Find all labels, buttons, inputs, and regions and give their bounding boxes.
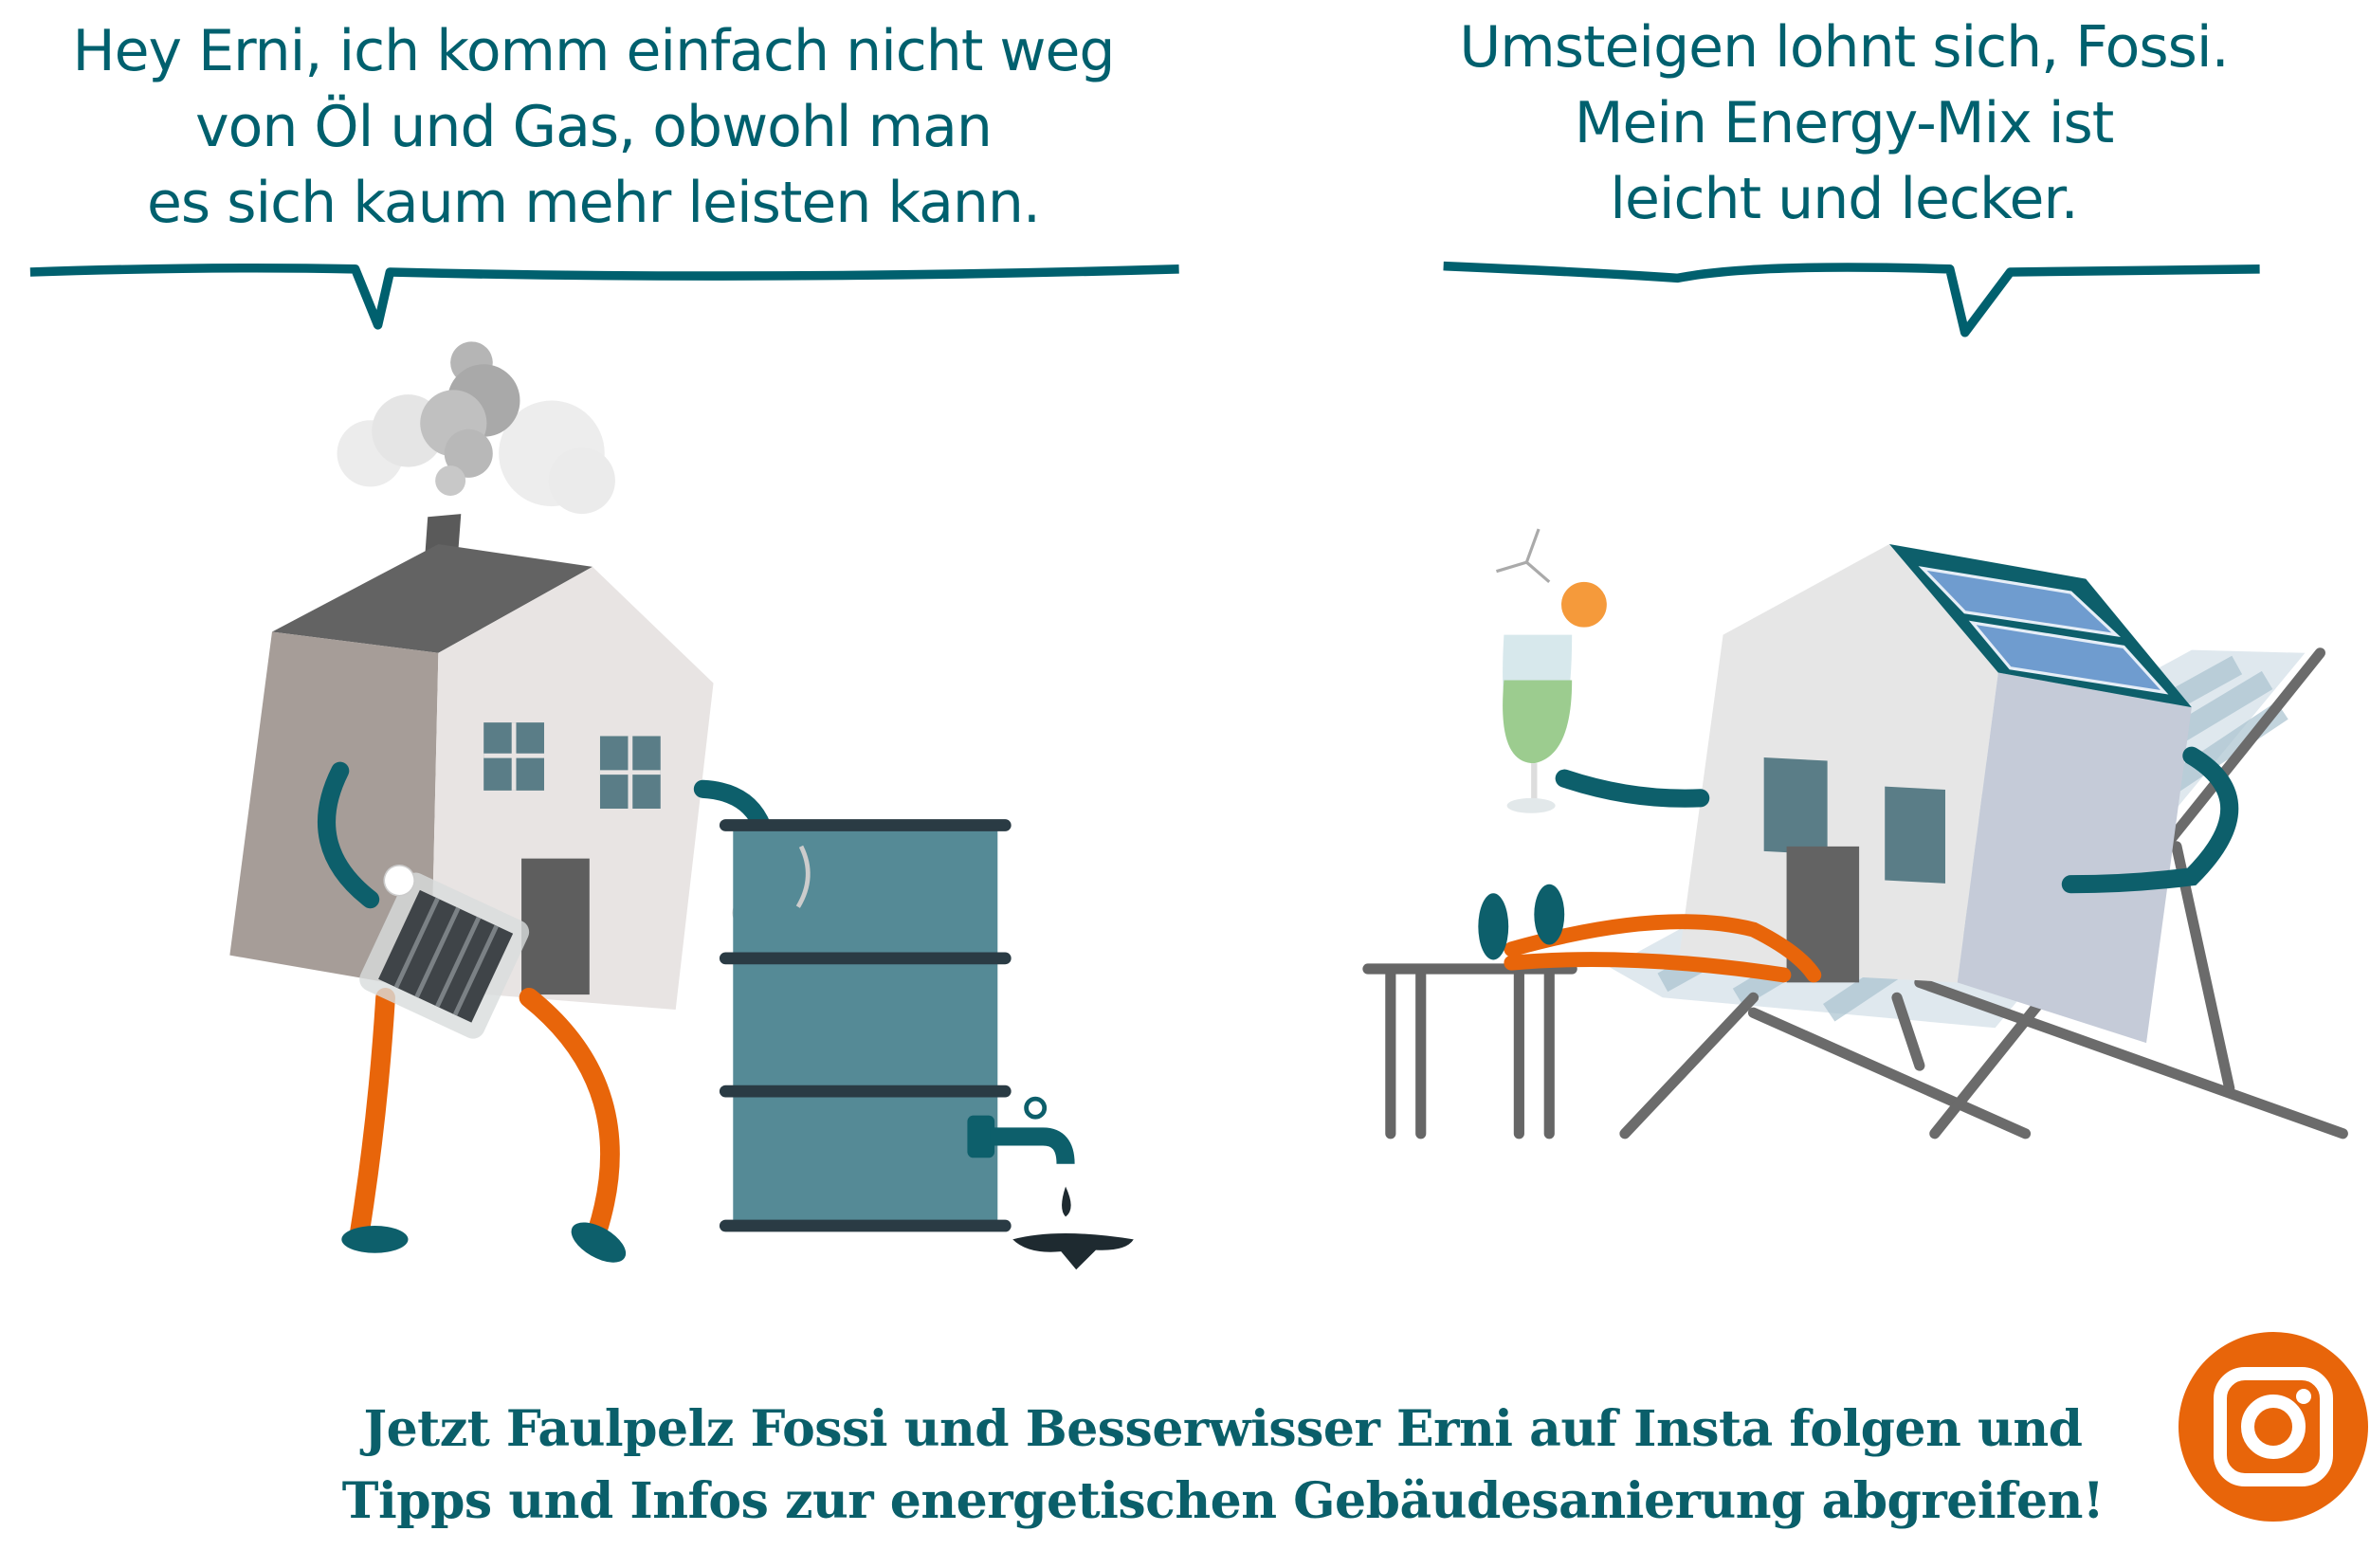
foot (1534, 884, 1565, 945)
solar-panel-icon (1918, 566, 2169, 695)
speech-line: leicht und lecker. (1610, 166, 2078, 232)
house-side (1957, 672, 2192, 1044)
footer-line: Tipps und Infos zur energetischen Gebäud… (341, 1472, 2105, 1530)
speech-line: Hey Erni, ich komm einfach nicht weg (72, 18, 1116, 84)
footer-call-to-action: Jetzt Faulpelz Fossi und Besserwisser Er… (313, 1394, 2133, 1538)
tap-icon (967, 1096, 1134, 1270)
roof (271, 543, 593, 653)
foot (1478, 893, 1509, 960)
cocktail-icon (1495, 528, 1611, 813)
oil-barrel (719, 819, 1012, 1232)
speech-line: Mein Energy-Mix ist (1574, 90, 2115, 156)
beer-mug-icon (359, 865, 530, 1039)
foot (571, 1222, 627, 1263)
speech-line: von Öl und Gas, obwohl man (195, 94, 993, 160)
speech-bubble-erni: Umsteigen lohnt sich, Fossi. Mein Energy… (1413, 9, 2275, 237)
speech-bubble-left-line (29, 263, 1179, 330)
foot (341, 1226, 409, 1253)
instagram-button[interactable] (2179, 1332, 2368, 1522)
arm (2061, 746, 2239, 894)
window (1763, 757, 1828, 855)
door (521, 858, 590, 995)
leg-left (350, 987, 395, 1242)
oil-puddle (1012, 1233, 1134, 1270)
arm (1555, 769, 1710, 808)
house-front (430, 566, 714, 1011)
smoke-cloud (337, 341, 615, 515)
window (1885, 786, 1945, 884)
legs (1504, 914, 1822, 983)
leg-right (519, 987, 620, 1242)
arm-left (318, 761, 380, 909)
speech-line: es sich kaum mehr leisten kann. (146, 170, 1041, 236)
speech-line: Umsteigen lohnt sich, Fossi. (1459, 14, 2229, 81)
instagram-icon (2214, 1367, 2333, 1486)
speech-bubble-fossi: Hey Erni, ich komm einfach nicht weg von… (0, 13, 1187, 241)
footer-line: Jetzt Faulpelz Fossi und Besserwisser Er… (363, 1400, 2083, 1458)
table (1362, 963, 1577, 1140)
deck-chair-frame (1619, 647, 2348, 1140)
speech-bubble-right-line (1443, 261, 2260, 337)
